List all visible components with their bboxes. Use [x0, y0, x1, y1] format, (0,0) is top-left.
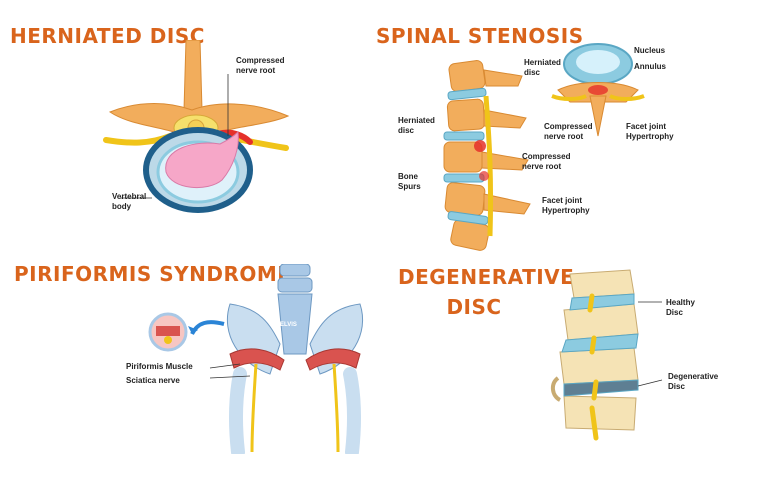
label-degenerative-disc: Degenerative Disc [668, 372, 719, 391]
label-compressed-nerve-root-side: Compressed nerve root [522, 152, 571, 171]
label-herniated-disc-side: Herniated disc [398, 116, 435, 135]
spinal-stenosis-top-illustration [551, 43, 645, 137]
label-annulus: Annulus [634, 62, 666, 71]
label-facet-joint-top: Facet joint Hypertrophy [626, 122, 674, 141]
label-compressed-nerve-root-top: Compressed nerve root [544, 122, 593, 141]
label-compressed-nerve-root: Compressed nerve root [236, 56, 285, 75]
spinal-stenosis-side-illustration [443, 60, 531, 251]
piriformis-inset-magnifier [148, 312, 225, 352]
title-spinal-stenosis: SPINAL STENOSIS [376, 24, 584, 48]
label-vertebral-body: Vertebral body [112, 192, 147, 211]
label-sciatica-nerve: Sciatica nerve [126, 376, 180, 385]
label-bone-spurs: Bone Spurs [398, 172, 421, 191]
piriformis-pelvis-illustration [209, 264, 364, 454]
label-nucleus: Nucleus [634, 46, 666, 55]
label-pelvis: PELVIS [276, 322, 297, 328]
herniated-disc-illustration [103, 40, 290, 213]
degenerative-disc-illustration [551, 269, 663, 441]
title-piriformis-syndrome: PIRIFORMIS SYNDROME [14, 262, 292, 286]
label-healthy-disc: Healthy Disc [666, 298, 695, 317]
label-piriformis-muscle: Piriformis Muscle [126, 362, 193, 371]
title-herniated-disc: HERNIATED DISC [10, 24, 205, 48]
title-degenerative-disc: DEGENERATIVE DISC [398, 265, 575, 319]
label-herniated-disc-top: Herniated disc [524, 58, 561, 77]
label-facet-joint-side: Facet joint Hypertrophy [542, 196, 590, 215]
